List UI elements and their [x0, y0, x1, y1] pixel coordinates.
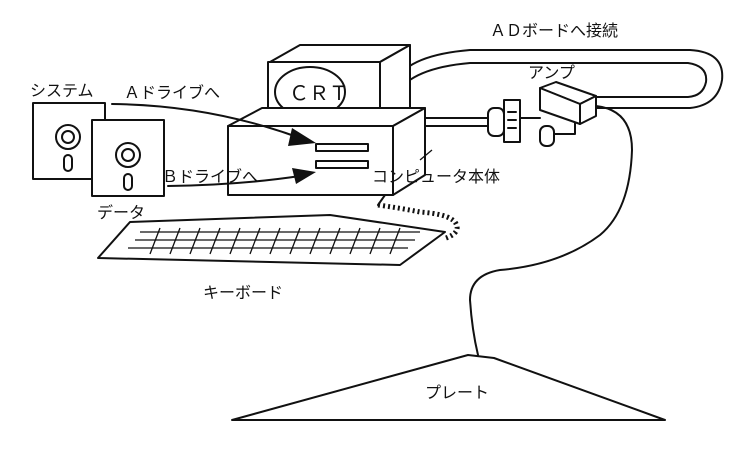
floppy-data — [91, 119, 165, 197]
keyboard-cable — [377, 194, 460, 241]
amp-label: アンプ — [528, 63, 575, 82]
computer-label: コンピュータ本体 — [372, 167, 500, 186]
plate — [231, 354, 666, 421]
data-label: データ — [97, 203, 145, 222]
computer-body — [227, 107, 426, 196]
drive-a-label: Ａドライブへ — [124, 83, 220, 102]
crt-label: ＣＲＴ — [289, 81, 349, 105]
ad-board-cable — [395, 49, 724, 109]
signal-cable — [424, 99, 576, 147]
arrow-drive-b — [167, 168, 316, 187]
drive-slot-a — [315, 143, 369, 152]
keyboard — [97, 214, 446, 266]
drive-b-label: Ｂドライブへ — [162, 167, 258, 186]
plate-label: プレート — [425, 383, 489, 402]
amplifier — [539, 81, 597, 125]
keyboard-label: キーボード — [203, 283, 283, 302]
computer-label-pointer — [419, 149, 433, 161]
system-label: システム — [30, 81, 94, 100]
arrow-drive-a — [111, 103, 316, 146]
drive-slot-b — [315, 160, 369, 169]
ad-board-label: ＡＤボードへ接続 — [490, 21, 618, 40]
plate-cable — [469, 105, 633, 356]
